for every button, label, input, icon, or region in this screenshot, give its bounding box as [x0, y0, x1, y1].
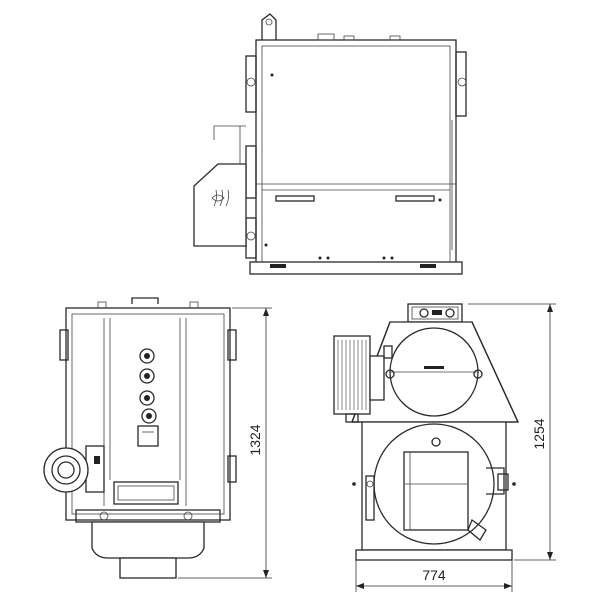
front-view-base [355, 549, 513, 561]
top-view-body [255, 39, 457, 269]
side-view: 1324 [43, 297, 272, 579]
front-view-fan [333, 335, 393, 423]
dimension-front-height: 1254 [468, 303, 556, 561]
side-view-burner [43, 445, 105, 493]
top-view-handle [261, 13, 277, 40]
front-view-control-panel [407, 303, 463, 323]
dimension-front-width: 774 [355, 560, 513, 592]
side-view-ash-box [91, 521, 205, 559]
dimension-front-height-label: 1254 [531, 418, 547, 449]
burner-fan-icon [211, 189, 230, 207]
top-view [193, 13, 467, 275]
top-view-burner-cover [193, 163, 247, 247]
dimension-side-height-label: 1324 [247, 424, 263, 455]
front-view: 1254 774 [333, 303, 556, 592]
side-view-fittings [139, 348, 157, 424]
dimension-front-width-label: 774 [422, 567, 446, 583]
top-view-base [249, 261, 463, 275]
dimension-side-height: 1324 [178, 307, 272, 579]
